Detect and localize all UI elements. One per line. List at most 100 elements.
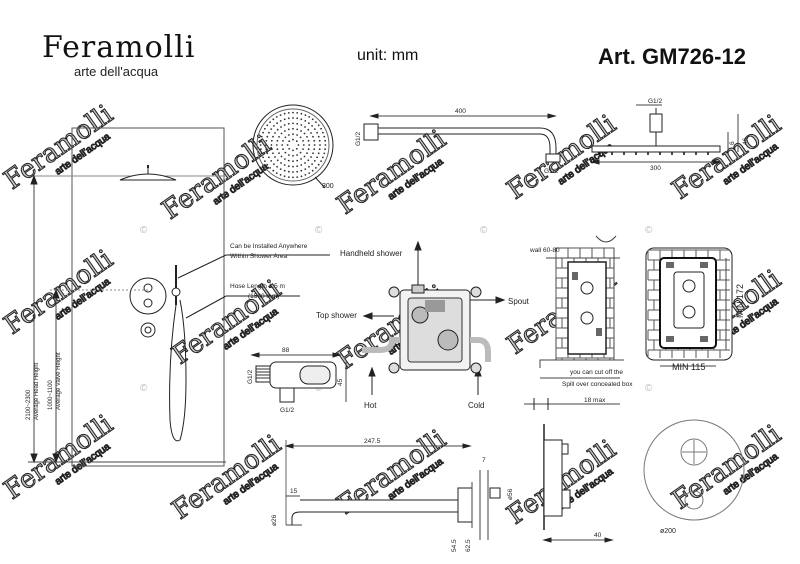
nozzle-dot xyxy=(300,158,302,160)
nozzle-dot xyxy=(318,148,321,151)
shower-head-top-view xyxy=(252,104,334,189)
nozzle-dot xyxy=(313,128,316,131)
nozzle-dot xyxy=(259,144,262,146)
plate-depth: 40 xyxy=(594,532,602,539)
note-install-2: Within Shower Area xyxy=(230,253,287,260)
nozzle-dot xyxy=(283,164,286,166)
nozzle-dot xyxy=(287,122,290,125)
nozzle-dot xyxy=(264,160,266,163)
box-min-w: MIN 115 xyxy=(672,362,705,372)
nozzle-dot xyxy=(296,159,299,162)
nozzle-dot xyxy=(265,144,267,146)
nozzle-dot xyxy=(268,156,270,159)
nozzle-dot xyxy=(260,135,263,138)
nozzle-dot xyxy=(260,152,263,155)
brand-tagline: arte dell'acqua xyxy=(74,64,159,79)
nozzle-dot xyxy=(276,148,279,151)
copyright-mark: © xyxy=(140,225,148,236)
nozzle-dot xyxy=(262,131,264,134)
nozzle-dot xyxy=(283,124,286,126)
nozzle-dot xyxy=(292,160,294,163)
spout-h1: 54.5 xyxy=(451,539,458,552)
nozzle-dot xyxy=(311,163,313,166)
head-dia: 300 xyxy=(322,183,334,190)
concealed-box-front-view xyxy=(645,247,733,367)
nozzle-dot xyxy=(310,156,312,158)
nozzle-dot xyxy=(292,154,294,157)
nozzle-dot xyxy=(323,152,326,155)
note-hose-1: Hose Length 1.5 m xyxy=(230,283,285,290)
nozzle-dot xyxy=(300,175,303,178)
nozzle-dot xyxy=(268,131,270,134)
wall-elbow-view xyxy=(250,352,347,403)
head-side-thread: G1/2 xyxy=(648,98,662,105)
nozzle-dot xyxy=(313,160,316,162)
nozzle-dot xyxy=(296,117,299,120)
nozzle-dot xyxy=(287,117,290,120)
nozzle-dot xyxy=(292,133,294,136)
nozzle-dot xyxy=(288,154,290,156)
nozzle-dot xyxy=(264,127,266,130)
nozzle-dot xyxy=(283,118,286,121)
elbow-width: 88 xyxy=(282,347,290,354)
nozzle-dot xyxy=(307,128,310,131)
label-handheld: Handheld shower xyxy=(340,249,403,258)
nozzle-dot xyxy=(287,112,290,114)
nozzle-dot xyxy=(296,176,299,179)
nozzle-dot xyxy=(311,118,314,121)
nozzle-dot xyxy=(308,122,310,125)
nozzle-dot xyxy=(299,136,302,139)
nozzle-dot xyxy=(266,135,269,138)
box-note-2: Spill over concealed box xyxy=(562,381,633,388)
shower-arm-view xyxy=(363,113,561,163)
spout-d4: ø56 xyxy=(507,488,514,500)
nozzle-dot xyxy=(286,144,289,146)
nozzle-dot xyxy=(300,169,303,172)
article-number: Art. GM726-12 xyxy=(598,44,746,69)
nozzle-dot xyxy=(300,164,303,166)
nozzle-dot xyxy=(276,165,278,168)
nozzle-dot xyxy=(322,131,324,134)
nozzle-dot xyxy=(280,132,283,135)
box-depth: 18 max xyxy=(584,397,606,404)
nozzle-dot xyxy=(300,130,302,132)
nozzle-dot xyxy=(287,128,290,131)
nozzle-dot xyxy=(292,127,294,130)
nozzle-dot xyxy=(272,169,275,172)
nozzle-dot xyxy=(279,114,282,116)
nozzle-dot xyxy=(275,116,278,118)
copyright-mark: © xyxy=(645,225,653,236)
plate-front-view xyxy=(643,419,745,521)
nozzle-dot xyxy=(292,171,294,173)
plate-dia: ø200 xyxy=(660,528,676,535)
label-top-shower: Top shower xyxy=(316,311,357,320)
copyright-mark: © xyxy=(315,225,323,236)
nozzle-dot xyxy=(276,122,278,125)
head-side-h2: 46 xyxy=(742,137,749,145)
nozzle-dot xyxy=(270,144,273,146)
nozzle-dot xyxy=(312,135,314,138)
nozzle-dot xyxy=(322,156,324,159)
nozzle-dot xyxy=(303,155,306,158)
nozzle-dot xyxy=(308,172,311,175)
nozzle-dot xyxy=(317,124,320,127)
nozzle-dot xyxy=(307,139,310,142)
nozzle-dot xyxy=(279,174,282,176)
nozzle-dot xyxy=(272,135,274,138)
nozzle-dot xyxy=(317,163,320,166)
nozzle-dot xyxy=(276,139,279,142)
nozzle-dot xyxy=(274,132,276,134)
nozzle-dot xyxy=(306,152,308,155)
label-hot: Hot xyxy=(364,401,377,410)
nozzle-dot xyxy=(296,112,299,114)
copyright-mark: © xyxy=(480,225,488,236)
nozzle-dot xyxy=(316,131,318,134)
arm-thread-right: G1/2 xyxy=(544,168,558,175)
nozzle-dot xyxy=(283,169,286,172)
nozzle-dot xyxy=(320,127,322,130)
box-min-h: MIN 172 xyxy=(735,284,745,318)
dim-valve-label: Average Valve Height xyxy=(56,352,62,410)
unit-label: unit: mm xyxy=(357,47,419,64)
nozzle-dot xyxy=(302,144,305,146)
